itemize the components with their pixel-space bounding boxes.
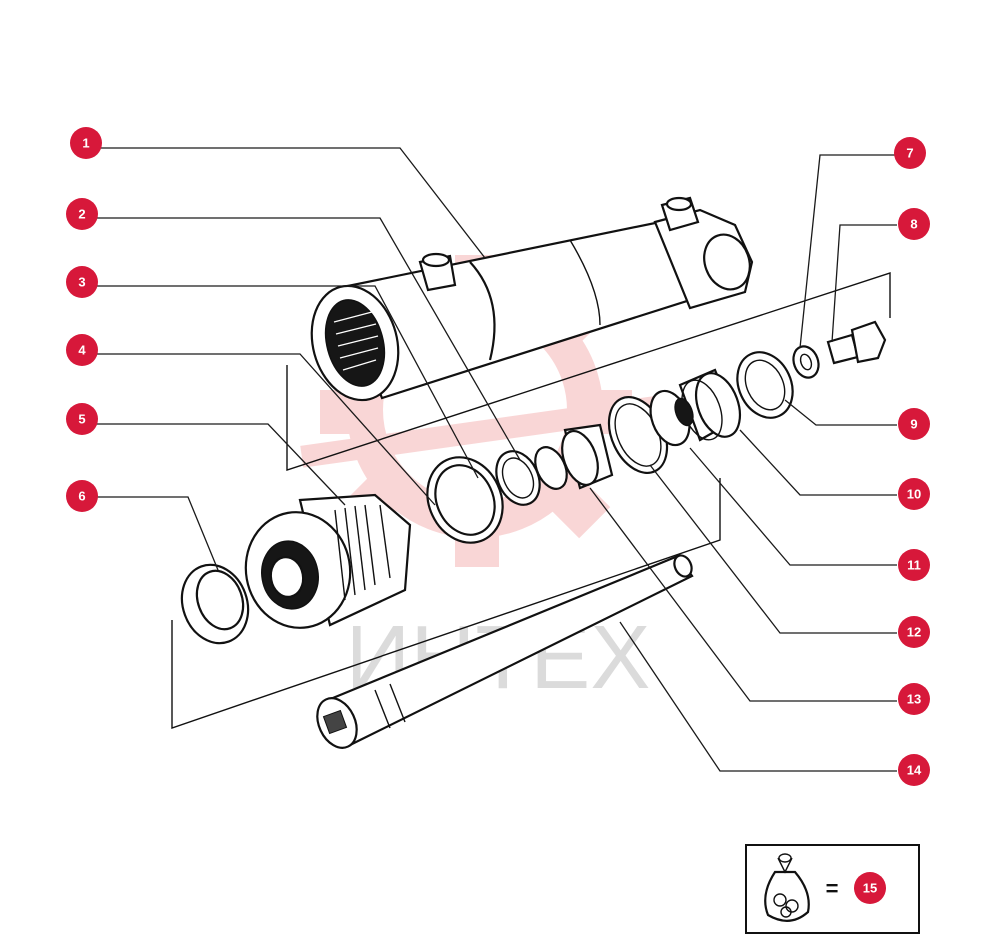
callout-8: 8 <box>898 208 930 240</box>
callout-7: 7 <box>894 137 926 169</box>
callout-11: 11 <box>898 549 930 581</box>
svg-text:3: 3 <box>78 275 85 290</box>
callout-10: 10 <box>898 478 930 510</box>
svg-text:15: 15 <box>863 881 877 896</box>
callout-3: 3 <box>66 266 98 298</box>
svg-text:5: 5 <box>78 412 85 427</box>
callout-9: 9 <box>898 408 930 440</box>
seal-kit-bag-icon <box>764 853 810 922</box>
svg-text:8: 8 <box>910 217 917 232</box>
svg-text:6: 6 <box>78 489 85 504</box>
svg-text:7: 7 <box>906 146 913 161</box>
svg-text:13: 13 <box>907 692 921 707</box>
callout-5: 5 <box>66 403 98 435</box>
callout-13: 13 <box>898 683 930 715</box>
callout-2: 2 <box>66 198 98 230</box>
piston-rod <box>316 554 694 749</box>
gland-head <box>244 493 412 629</box>
cylinder-barrel <box>310 196 754 402</box>
callout-6: 6 <box>66 480 98 512</box>
svg-text:9: 9 <box>910 417 917 432</box>
svg-text:10: 10 <box>907 487 921 502</box>
wiper-ring <box>180 563 250 645</box>
callout-4: 4 <box>66 334 98 366</box>
callout-12: 12 <box>898 616 930 648</box>
seal-kit-legend: = 15 <box>745 844 920 934</box>
seal-rings <box>426 396 669 544</box>
svg-text:12: 12 <box>907 625 921 640</box>
callout-1: 1 <box>70 127 102 159</box>
guide-ring <box>736 351 794 419</box>
svg-text:2: 2 <box>78 207 85 222</box>
svg-text:11: 11 <box>907 558 921 573</box>
explosion-boundary-lines <box>171 272 891 729</box>
leader-lines <box>96 147 897 772</box>
piston <box>649 368 742 447</box>
callout-14: 14 <box>898 754 930 786</box>
callout-15: 15 <box>854 872 886 904</box>
svg-text:1: 1 <box>82 136 89 151</box>
nut <box>826 320 887 365</box>
washer <box>792 345 820 379</box>
svg-text:4: 4 <box>78 343 86 358</box>
legend-equals-sign: = <box>826 876 839 901</box>
svg-text:14: 14 <box>907 763 922 778</box>
